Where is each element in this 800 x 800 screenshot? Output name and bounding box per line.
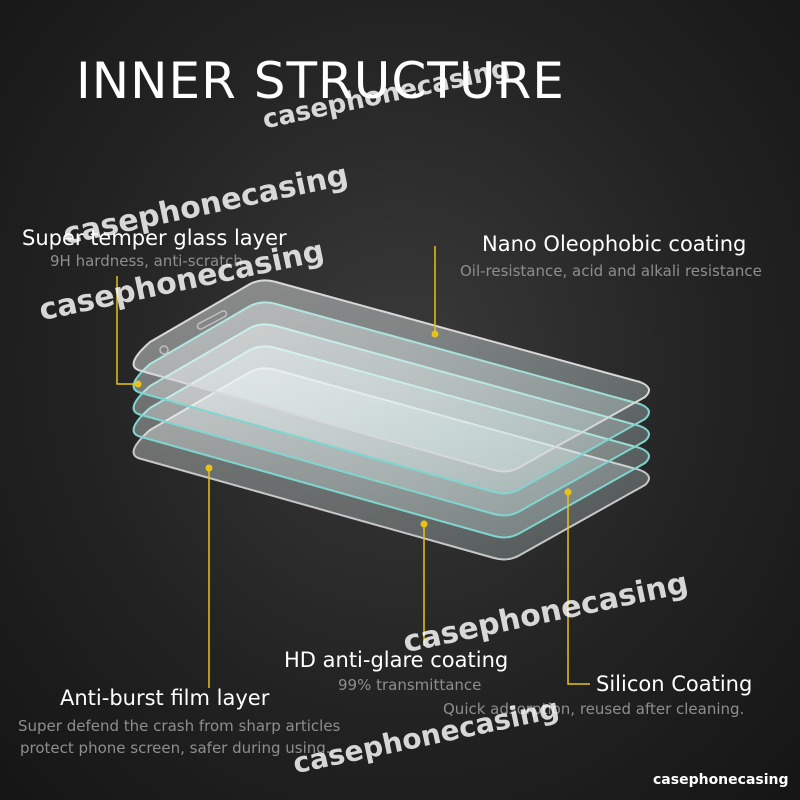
callout-antiglare-sub: 99% transmittance: [338, 676, 482, 694]
watermark-corner: casephonecasing: [653, 772, 789, 788]
callout-dots: [134, 330, 572, 528]
callout-antiglare-label: HD anti-glare coating: [284, 648, 509, 672]
callout-lines: [116, 246, 590, 688]
glass-layer-1: [132, 279, 650, 473]
page-title: INNER STRUCTURE: [76, 52, 565, 110]
callout-glass-sub: 9H hardness, anti-scratch: [50, 252, 243, 270]
callout-silicon-sub: Quick adsorption, reused after cleaning.: [443, 700, 745, 718]
callout-oleophobic-label: Nano Oleophobic coating: [482, 232, 747, 256]
callout-oleophobic-sub: Oil-resistance, acid and alkali resistan…: [460, 262, 762, 280]
callout-antiburst-label: Anti-burst film layer: [60, 686, 270, 710]
callout-antiburst-sub-1: Super defend the crash from sharp articl…: [18, 717, 341, 735]
callout-silicon-label: Silicon Coating: [596, 672, 753, 696]
callout-glass-label: Super temper glass layer: [22, 226, 287, 250]
callout-antiburst-sub-2: protect phone screen, safer during using…: [20, 739, 331, 757]
